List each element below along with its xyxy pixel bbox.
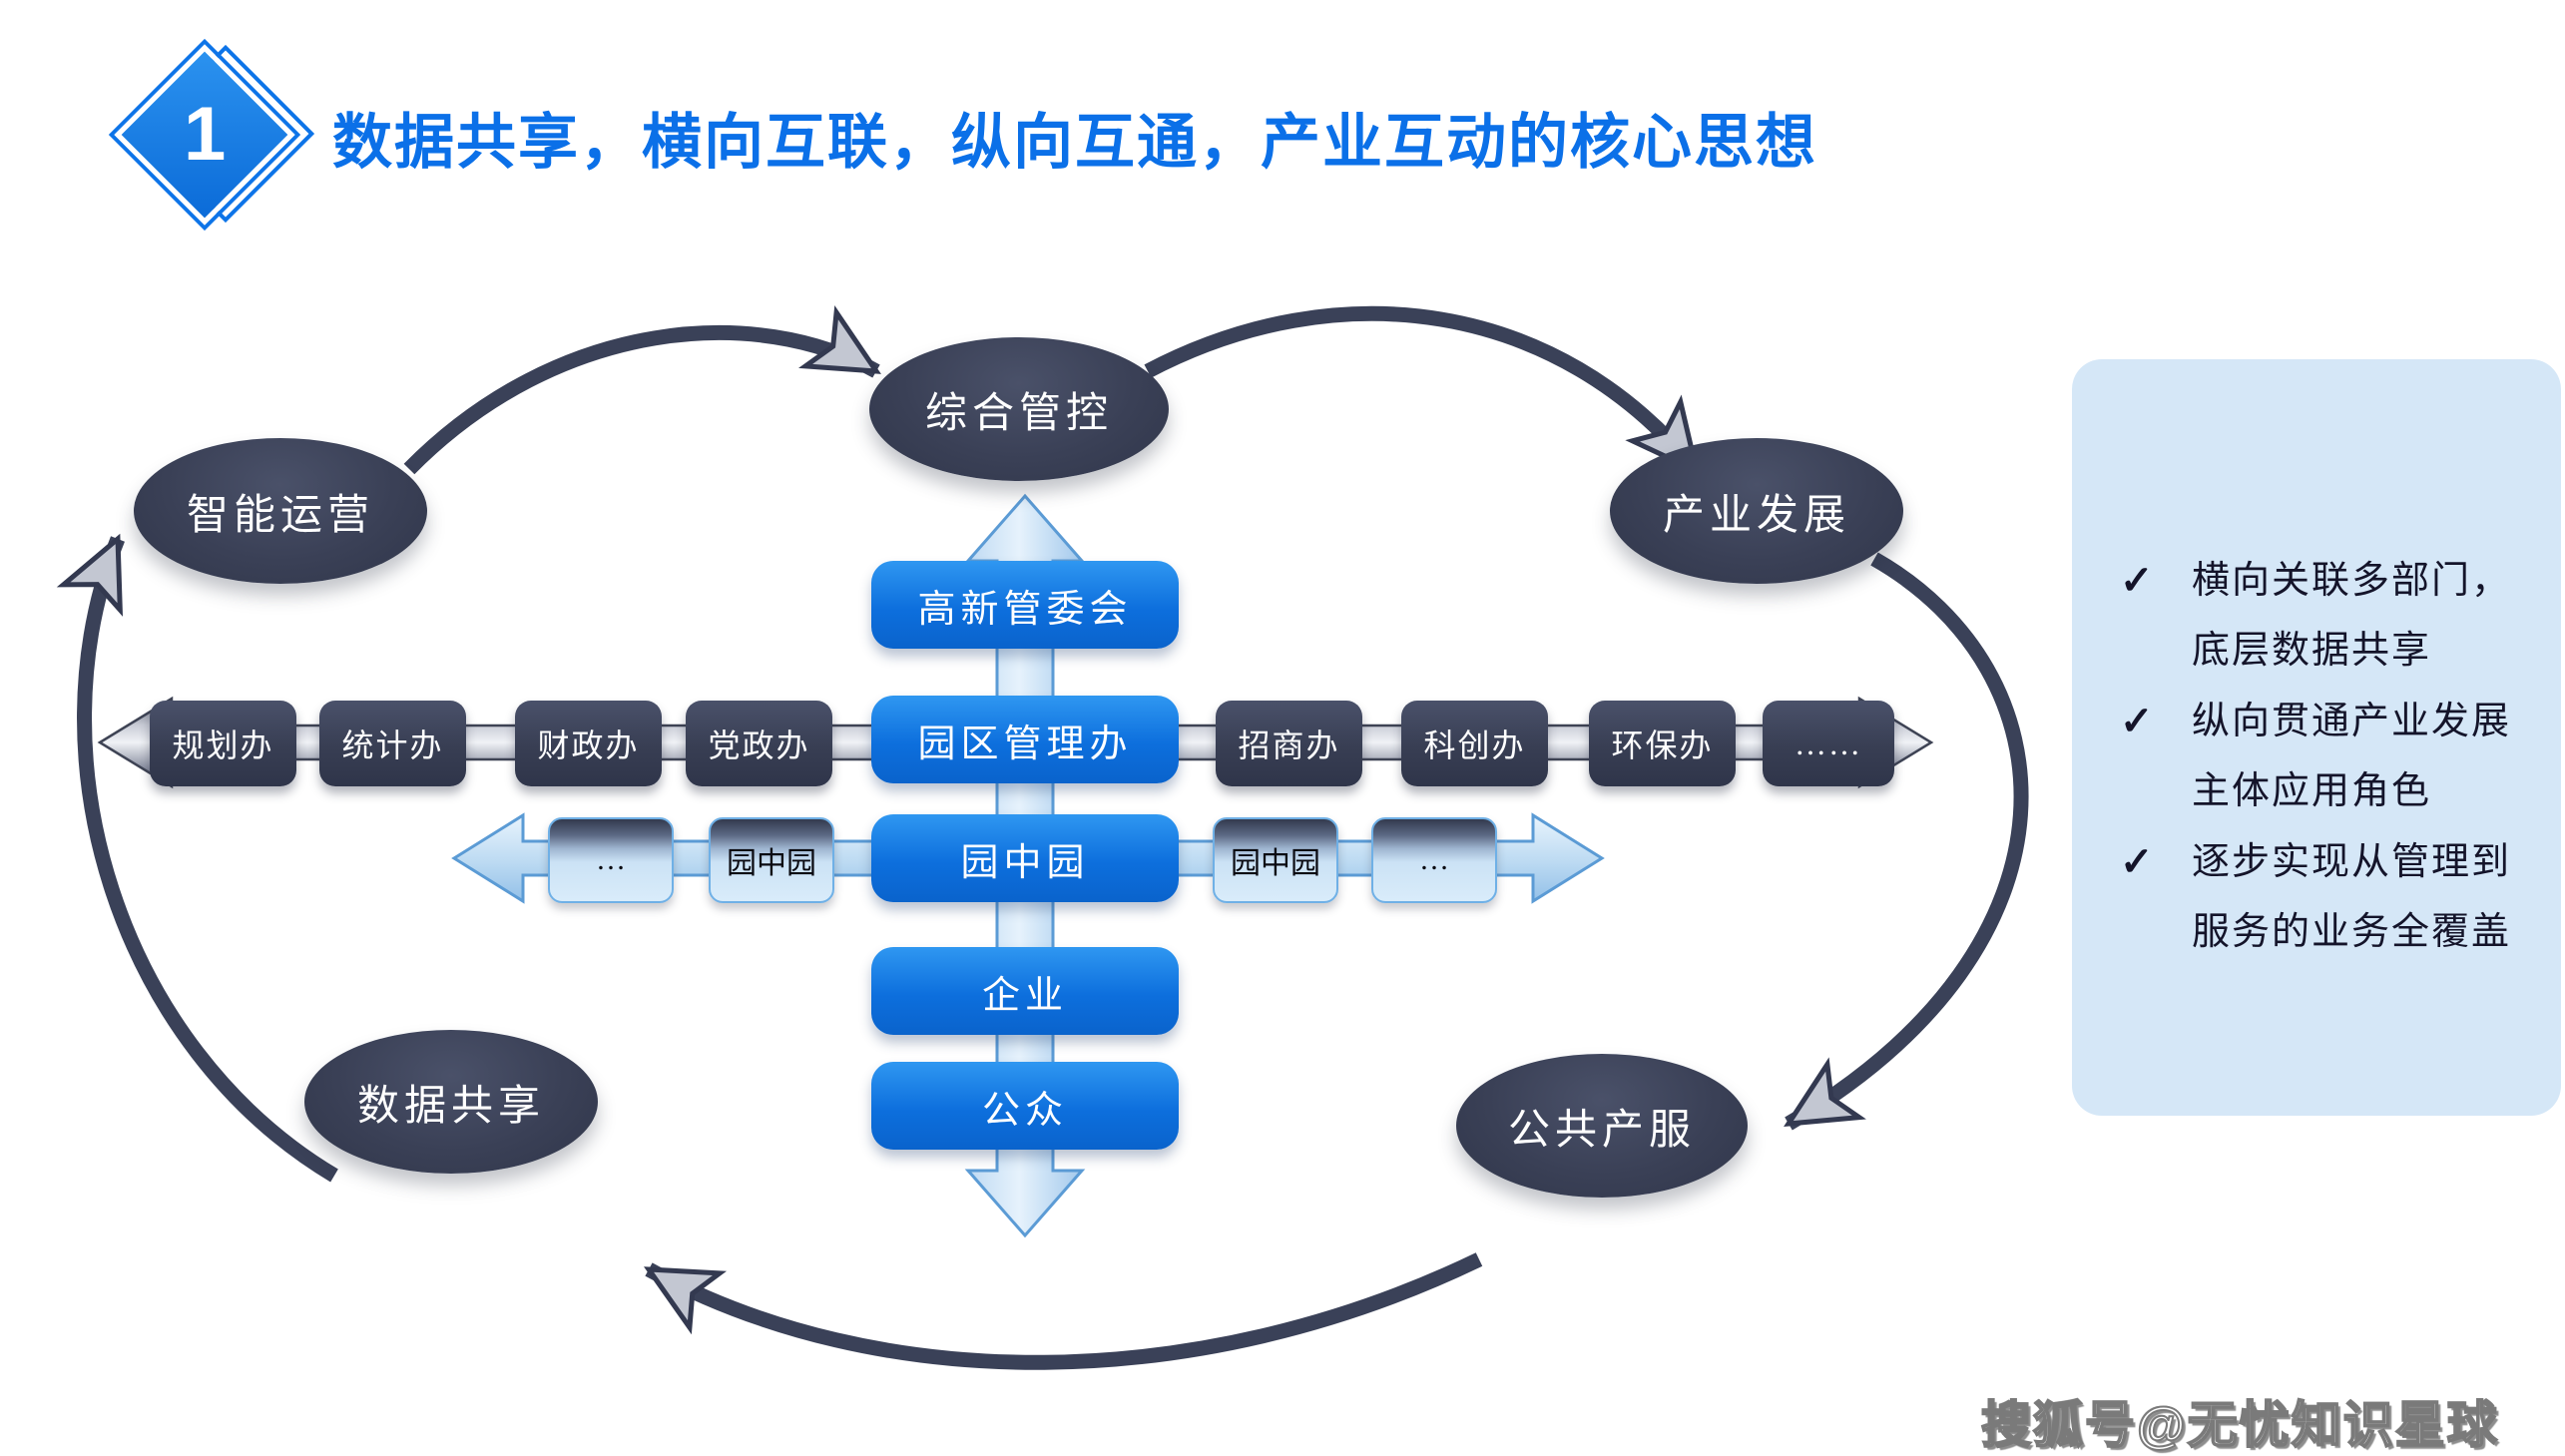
dept-box-more-offices: ……	[1763, 701, 1894, 786]
key-point-line: 逐步实现从管理到	[2192, 841, 2512, 883]
dept-box-finance-office: 财政办	[515, 701, 662, 786]
key-point-text: 纵向贯通产业发展 主体应用角色	[2192, 687, 2511, 826]
title-badge-number: 1	[183, 92, 227, 177]
park-box-left: 园中园	[709, 817, 834, 903]
arrowhead-icon	[1784, 1057, 1866, 1127]
check-icon: ✓	[2120, 699, 2154, 743]
node-smart-operations: 智能运营	[134, 438, 427, 584]
chain-box-enterprise: 企业	[871, 947, 1179, 1035]
dept-box-planning-office: 规划办	[150, 701, 296, 786]
cycle-arcs	[77, 305, 2029, 1370]
key-point-item: ✓ 横向关联多部门， 底层数据共享	[2120, 546, 2511, 686]
key-point-line: 纵向贯通产业发展	[2192, 701, 2512, 742]
arc-control-to-industry	[1144, 305, 1703, 476]
dept-box-environment-office: 环保办	[1589, 701, 1736, 786]
dept-box-party-office: 党政办	[686, 701, 832, 786]
arrowhead-icon	[643, 1266, 728, 1335]
arc-publicservice-to-datasharing	[645, 1252, 1483, 1370]
key-point-line: 服务的业务全覆盖	[2192, 911, 2512, 953]
check-icon: ✓	[2120, 839, 2154, 884]
key-point-item: ✓ 纵向贯通产业发展 主体应用角色	[2120, 687, 2511, 826]
node-data-sharing: 数据共享	[304, 1030, 598, 1174]
arrowhead-icon	[798, 305, 881, 374]
page-title: 数据共享，横向互联，纵向互通，产业互动的核心思想	[332, 109, 1817, 176]
node-public-services: 公共产服	[1456, 1054, 1748, 1198]
dept-box-investment-office: 招商办	[1216, 701, 1362, 786]
chain-box-park-admin-office: 园区管理办	[871, 696, 1179, 783]
chain-box-park-in-park: 园中园	[871, 814, 1179, 902]
key-point-line: 横向关联多部门，	[2192, 560, 2512, 602]
arrowhead-icon	[56, 533, 124, 617]
park-box-more-left: …	[548, 817, 674, 903]
dept-box-scitech-office: 科创办	[1401, 701, 1548, 786]
dept-box-statistics-office: 统计办	[319, 701, 466, 786]
arc-smartops-to-control	[403, 324, 880, 475]
key-point-line: 主体应用角色	[2192, 770, 2432, 812]
arc-datasharing-to-smartops	[77, 536, 338, 1183]
chain-box-management-committee: 高新管委会	[871, 561, 1179, 649]
chain-box-public: 公众	[871, 1062, 1179, 1150]
key-points-panel: ✓ 横向关联多部门， 底层数据共享 ✓ 纵向贯通产业发展 主体应用角色 ✓ 逐步…	[2072, 359, 2561, 1116]
key-point-text: 横向关联多部门， 底层数据共享	[2192, 546, 2511, 686]
park-box-right: 园中园	[1213, 817, 1338, 903]
key-point-item: ✓ 逐步实现从管理到 服务的业务全覆盖	[2120, 827, 2511, 967]
watermark: 搜狐号@无忧知识星球	[1980, 1396, 2499, 1454]
key-point-line: 底层数据共享	[2192, 630, 2432, 672]
key-point-text: 逐步实现从管理到 服务的业务全覆盖	[2192, 827, 2511, 967]
node-integrated-control: 综合管控	[869, 337, 1169, 481]
park-box-more-right: …	[1371, 817, 1497, 903]
arc-industry-to-publicservice	[1785, 552, 2029, 1131]
node-industry-development: 产业发展	[1610, 438, 1903, 584]
check-icon: ✓	[2120, 558, 2154, 603]
